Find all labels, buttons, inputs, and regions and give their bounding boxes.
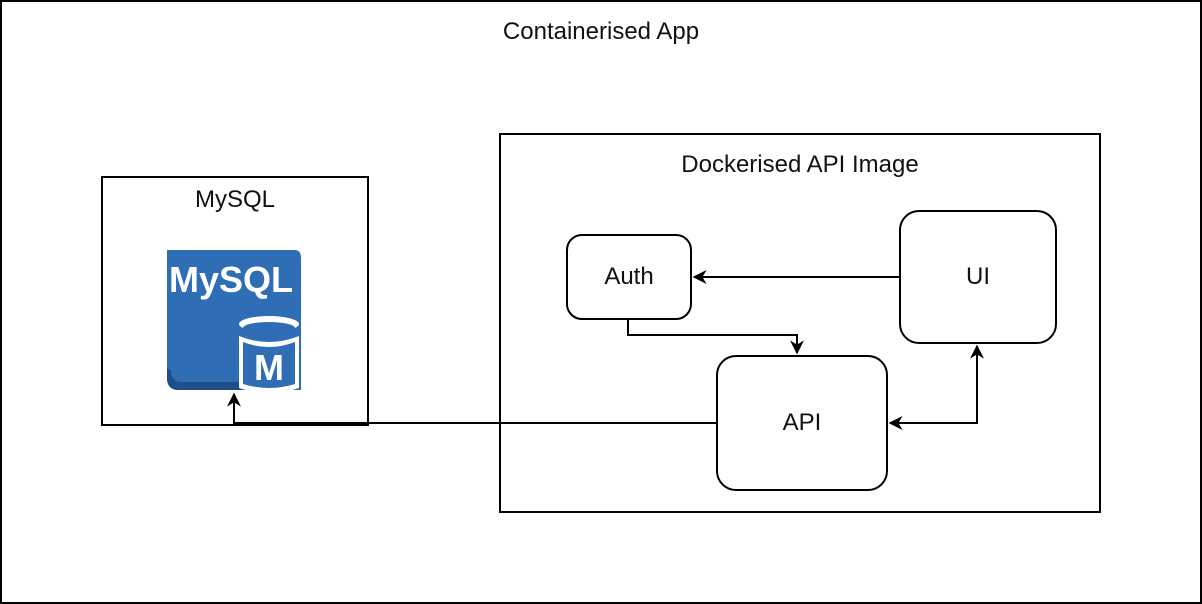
mysql-logo-badge-letter: M [254, 347, 284, 388]
auth-node-label: Auth [604, 263, 654, 290]
containerised-app-title: Containerised App [502, 18, 700, 45]
mysql-logo-wordmark: MySQL [169, 259, 293, 300]
auth-node[interactable]: Auth [566, 234, 692, 320]
ui-node-label: UI [966, 263, 990, 290]
auth-to-api-arrow [627, 320, 804, 355]
api-node[interactable]: API [716, 355, 888, 491]
api-node-label: API [782, 409, 822, 436]
dockerised-api-image-title: Dockerised API Image [681, 151, 919, 178]
api-ui-bidirectional-arrow [888, 344, 984, 430]
mysql-logo-icon: MySQL M [167, 250, 301, 393]
api-to-mysql-arrow [227, 392, 716, 424]
mysql-container-title: MySQL [194, 186, 275, 213]
ui-node[interactable]: UI [899, 210, 1057, 344]
